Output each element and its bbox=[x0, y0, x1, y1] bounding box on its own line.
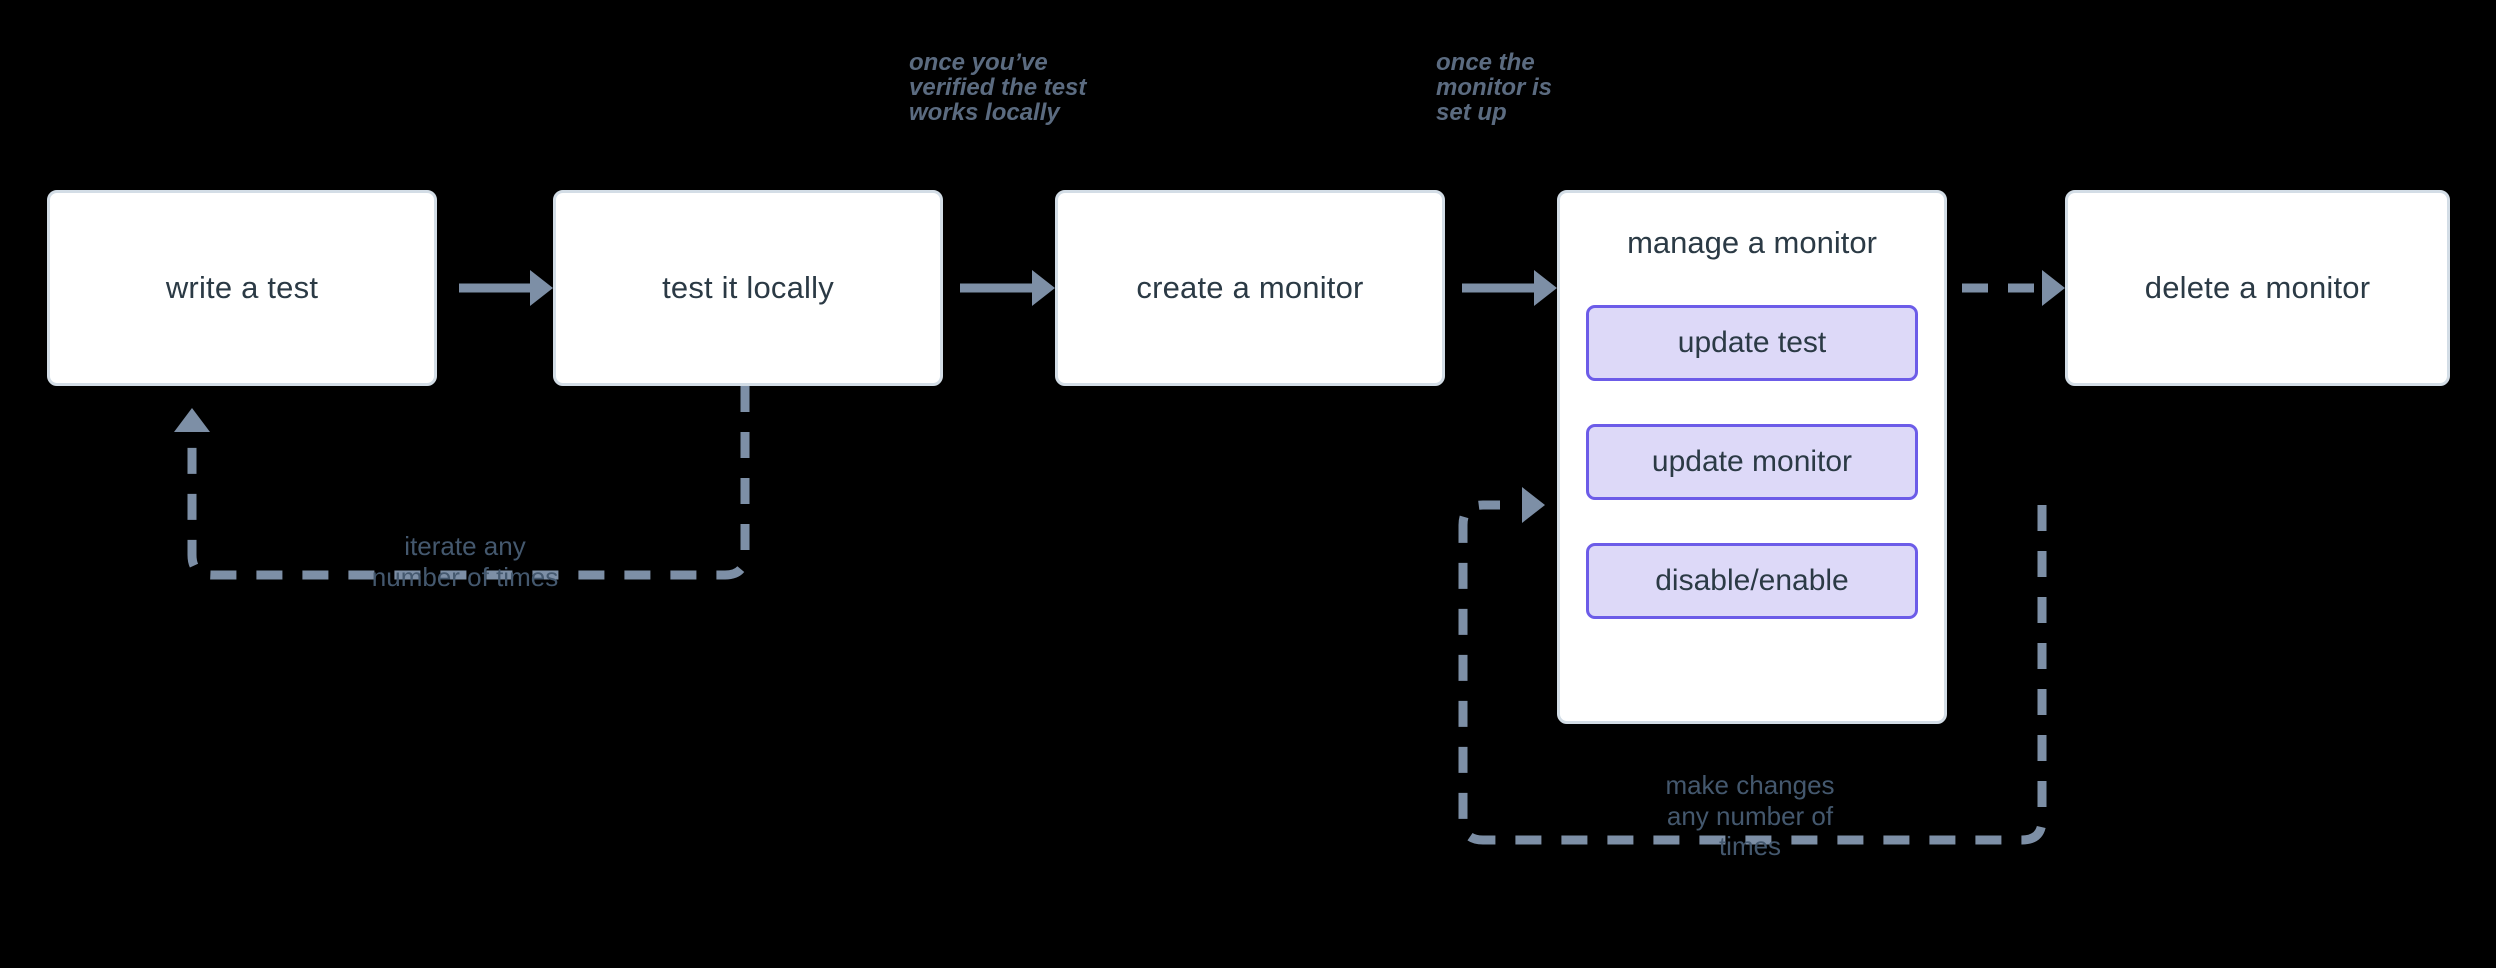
node-label-manage-a-monitor: manage a monitor bbox=[1627, 225, 1877, 260]
node-delete-a-monitor[interactable]: delete a monitor bbox=[2065, 190, 2450, 386]
edge-write-to-test bbox=[459, 270, 553, 306]
node-write-a-test[interactable]: write a test bbox=[47, 190, 437, 386]
note-setup: once the monitor is set up bbox=[1436, 49, 1553, 127]
subnode-label-disable-enable: disable/enable bbox=[1655, 564, 1849, 597]
node-label-create-a-monitor: create a monitor bbox=[1136, 270, 1364, 306]
node-label-delete-a-monitor: delete a monitor bbox=[2144, 270, 2371, 306]
node-manage-a-monitor[interactable]: manage a monitor update test update moni… bbox=[1557, 190, 1947, 724]
subnode-update-monitor[interactable]: update monitor bbox=[1586, 424, 1918, 500]
edge-create-to-manage bbox=[1462, 270, 1557, 306]
loop-label-iterate: iterate any number of times bbox=[371, 531, 559, 592]
subnode-disable-enable[interactable]: disable/enable bbox=[1586, 543, 1918, 619]
node-test-it-locally[interactable]: test it locally bbox=[553, 190, 943, 386]
subnode-label-update-monitor: update monitor bbox=[1651, 445, 1853, 478]
edge-manage-to-delete bbox=[1962, 270, 2065, 306]
subnode-label-update-test: update test bbox=[1677, 326, 1827, 359]
subnode-update-test[interactable]: update test bbox=[1586, 305, 1918, 381]
node-create-a-monitor[interactable]: create a monitor bbox=[1055, 190, 1445, 386]
loop-label-make-changes: make changes any number of times bbox=[1665, 770, 1835, 862]
edge-test-to-create bbox=[960, 270, 1055, 306]
note-verified: once you’ve verified the test works loca… bbox=[909, 49, 1087, 127]
node-label-write-a-test: write a test bbox=[165, 270, 319, 306]
node-label-test-it-locally: test it locally bbox=[662, 270, 834, 306]
